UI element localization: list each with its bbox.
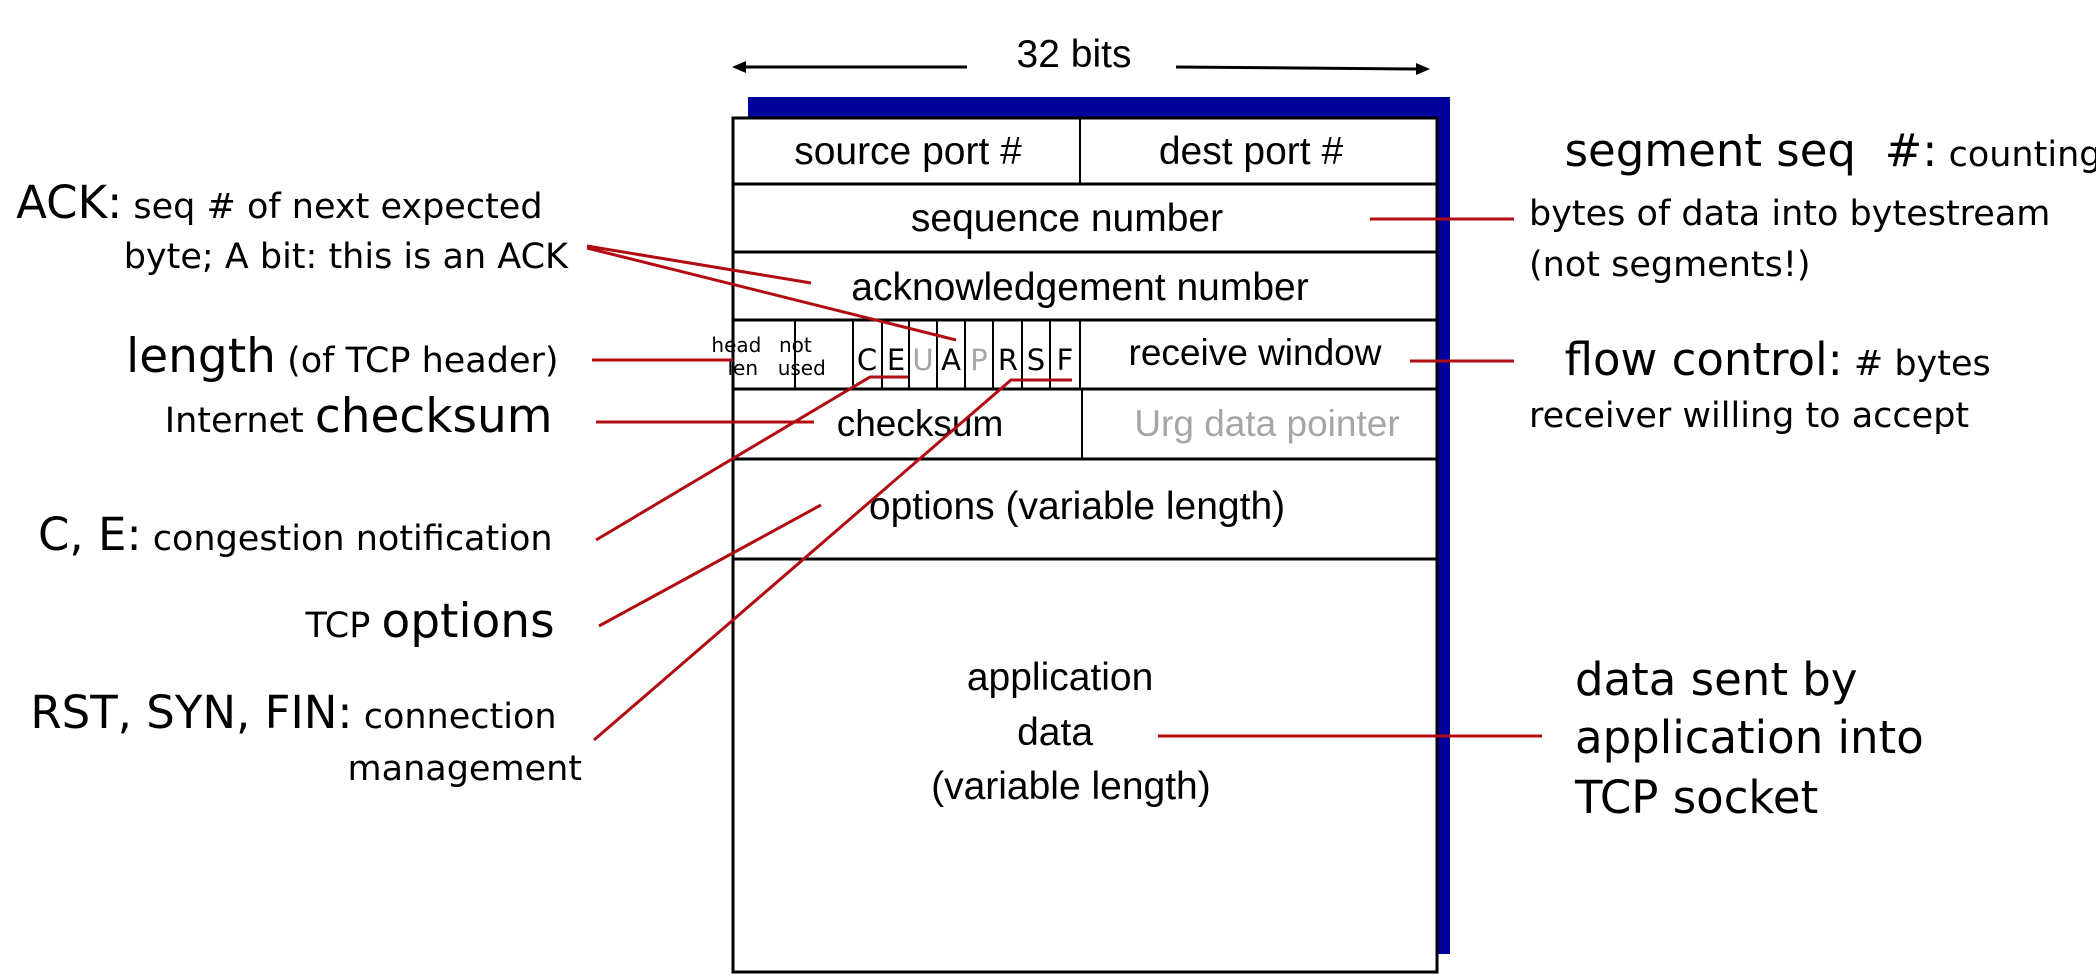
callout-flow: flow control: # bytes xyxy=(1529,333,2016,386)
callout-ack: ACK: seq # of next expected xyxy=(0,176,568,229)
field-receive-window: receive window xyxy=(1129,332,1382,373)
field-source-port: source port # xyxy=(794,130,1022,173)
flag-a: A xyxy=(941,343,961,377)
flag-c: C xyxy=(857,343,877,377)
width-indicator: 32 bits xyxy=(732,33,1430,76)
callout-checksum: Internet checksum xyxy=(129,389,578,444)
callout-seq: segment seq #: counting xyxy=(1529,124,2096,177)
field-sequence-number: sequence number xyxy=(911,197,1223,240)
callout-ack-line2: byte; A bit: this is an ACK xyxy=(124,237,569,277)
field-dest-port: dest port # xyxy=(1159,130,1344,173)
callout-options: TCP options xyxy=(270,594,580,649)
arrowhead-left-icon xyxy=(732,61,746,73)
field-urg-pointer: Urg data pointer xyxy=(1134,403,1399,444)
field-options: options (variable length) xyxy=(869,485,1285,528)
segment-outline xyxy=(731,116,1439,974)
callout-seq-line3: (not segments!) xyxy=(1529,245,1811,285)
right-callouts: segment seq #: counting bytes of data in… xyxy=(1529,124,2096,824)
field-head-len: head len xyxy=(711,333,818,380)
width-label: 32 bits xyxy=(1017,33,1132,76)
callout-seq-line2: bytes of data into bytestream xyxy=(1529,194,2050,234)
callout-lines xyxy=(586,217,1542,742)
flag-e: E xyxy=(887,343,905,377)
callout-line-options xyxy=(598,503,822,628)
flag-u: U xyxy=(912,343,933,377)
callout-line-ce xyxy=(595,375,908,542)
segment-box: source port # dest port # sequence numbe… xyxy=(711,116,1439,974)
callout-line-rsf xyxy=(593,378,1072,742)
callout-rsf: RST, SYN, FIN: connection xyxy=(0,686,582,739)
callout-line-ack-flag xyxy=(586,246,957,342)
callout-rsf-line2: management xyxy=(348,749,582,789)
flag-p: P xyxy=(970,343,988,377)
callout-ce: C, E: congestion notification xyxy=(2,508,578,561)
field-not-used: not used xyxy=(778,333,871,380)
callout-app: data sent by application into TCP socket xyxy=(1574,653,2024,824)
callout-line-ack-number xyxy=(586,244,812,285)
callout-length: length (of TCP header) xyxy=(91,329,584,384)
arrowhead-right-icon xyxy=(1416,63,1430,75)
flag-r: R xyxy=(998,343,1018,377)
callout-flow-line2: receiver willing to accept xyxy=(1529,396,1969,436)
width-arrow-right xyxy=(1175,65,1419,71)
flag-f: F xyxy=(1057,343,1074,377)
field-ack-number: acknowledgement number xyxy=(851,266,1308,309)
left-callouts: ACK: seq # of next expected byte; A bit:… xyxy=(0,176,584,789)
field-app-data: application data (variable length) xyxy=(931,656,1265,808)
flag-s: S xyxy=(1027,343,1045,377)
flags-row: head len not used C E U A P R S F receiv… xyxy=(711,320,1382,389)
